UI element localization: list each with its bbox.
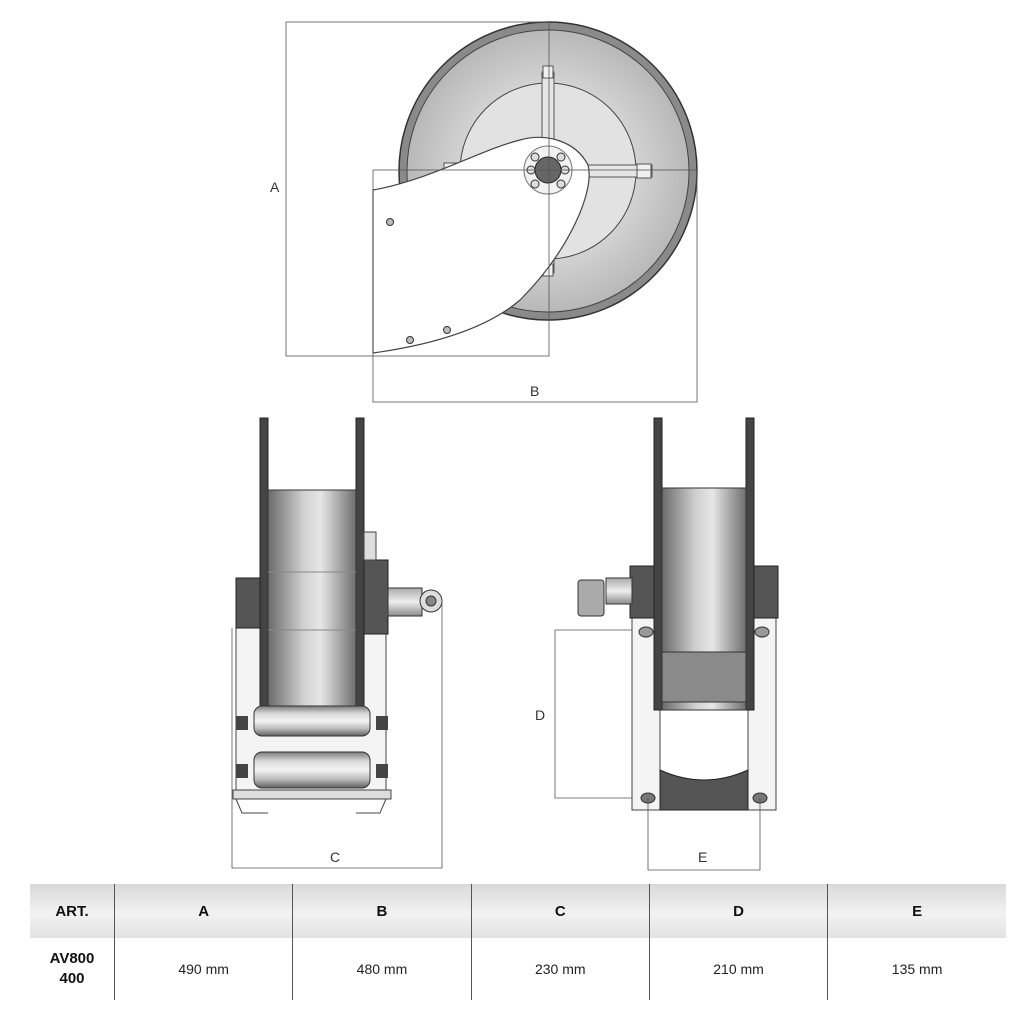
front-view: A B bbox=[270, 21, 698, 403]
header-b: B bbox=[292, 884, 472, 938]
dimensions-table: ART. A B C D E AV800 400 490 mm 480 mm 2… bbox=[30, 884, 1006, 1000]
slot-hole bbox=[754, 626, 770, 638]
axle-housing-right bbox=[363, 559, 389, 635]
dimension-label-c: C bbox=[330, 849, 340, 865]
value-d: 210 mm bbox=[648, 938, 828, 1000]
dimension-line-e bbox=[647, 798, 761, 871]
header-a: A bbox=[113, 884, 293, 938]
value-c: 230 mm bbox=[470, 938, 650, 1000]
mounting-hole bbox=[406, 336, 414, 344]
guide-roller-lower bbox=[253, 751, 371, 789]
guide-roller-upper bbox=[253, 705, 371, 737]
roller-bolt bbox=[376, 716, 388, 730]
reel-flange-right bbox=[745, 417, 755, 711]
article-code-line2: 400 bbox=[59, 970, 85, 987]
side-view-right: D E bbox=[535, 417, 779, 871]
dimension-label-e: E bbox=[698, 849, 707, 865]
roller-bolt bbox=[376, 764, 388, 778]
base-foot bbox=[356, 798, 387, 814]
reel-flange-right bbox=[355, 417, 365, 719]
mounting-hole bbox=[443, 326, 451, 334]
reel-drum bbox=[267, 489, 357, 719]
swivel-fitting bbox=[387, 587, 423, 617]
hub-bolt bbox=[556, 152, 566, 162]
hub-bolt bbox=[530, 179, 540, 189]
dimension-label-d: D bbox=[535, 707, 545, 723]
dimension-frame-a bbox=[285, 21, 550, 357]
value-e: 135 mm bbox=[827, 938, 1006, 1000]
header-d: D bbox=[648, 884, 828, 938]
header-e: E bbox=[827, 884, 1006, 938]
dimension-line-d bbox=[554, 629, 632, 799]
dimension-label-a: A bbox=[270, 179, 280, 195]
header-c: C bbox=[470, 884, 650, 938]
slot-hole bbox=[638, 626, 654, 638]
spring-box bbox=[363, 531, 377, 561]
dimension-line-c bbox=[231, 601, 443, 869]
swivel-elbow-bore bbox=[425, 595, 437, 607]
roller-bolt bbox=[236, 764, 248, 778]
article-code-line1: AV800 bbox=[49, 950, 95, 967]
swivel-fitting bbox=[605, 577, 633, 605]
dimension-label-b: B bbox=[530, 383, 539, 399]
swivel-elbow bbox=[577, 579, 605, 617]
table-header-row: ART. A B C D E bbox=[30, 884, 1006, 938]
base-foot bbox=[235, 798, 268, 814]
base-plate-left bbox=[631, 617, 661, 811]
axle-housing-left bbox=[235, 577, 261, 629]
hub-bolt bbox=[530, 152, 540, 162]
roller-bolt bbox=[236, 716, 248, 730]
value-b: 480 mm bbox=[292, 938, 472, 1000]
table-row: AV800 400 490 mm 480 mm 230 mm 210 mm 13… bbox=[30, 938, 1006, 1000]
mounting-hole bbox=[386, 218, 394, 226]
reel-flange-left bbox=[653, 417, 663, 711]
spoke-end-right bbox=[636, 163, 652, 179]
axle-housing-left bbox=[629, 565, 655, 619]
header-art: ART. bbox=[30, 884, 115, 938]
dimension-frame-b bbox=[372, 169, 698, 403]
side-view-left: C bbox=[231, 417, 443, 869]
hub-bolt bbox=[556, 179, 566, 189]
base-rail bbox=[232, 789, 392, 800]
hose-reel-technical-drawing: A B C bbox=[231, 21, 779, 871]
bracket-plate bbox=[372, 136, 590, 354]
spoke-end-top bbox=[542, 65, 554, 79]
value-a: 490 mm bbox=[113, 938, 293, 1000]
axle-housing-right bbox=[753, 565, 779, 619]
article-code: AV800 400 bbox=[30, 938, 115, 1000]
reel-flange-left bbox=[259, 417, 269, 719]
drum-lower-band bbox=[661, 651, 747, 703]
guide-roller bbox=[659, 769, 749, 811]
